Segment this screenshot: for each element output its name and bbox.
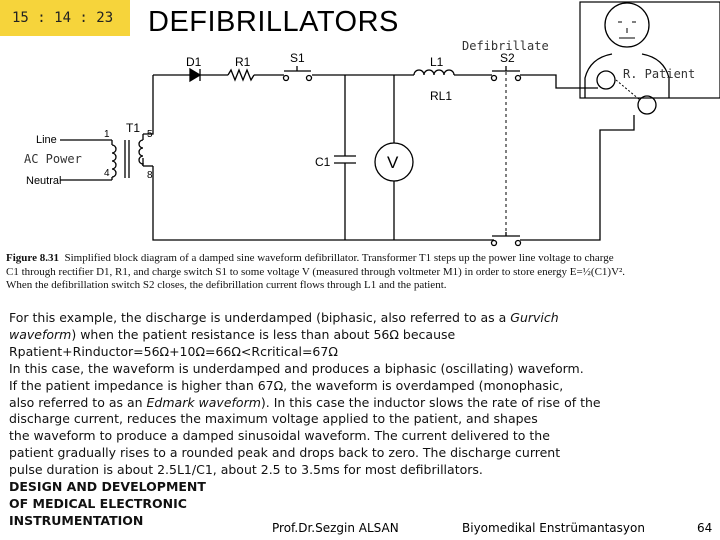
body-line-10: pulse duration is about 2.5L1/C1, about … bbox=[9, 462, 483, 478]
label-defibrillate: Defibrillate bbox=[462, 39, 549, 53]
body-line-2a: waveform bbox=[9, 326, 72, 342]
body-line-1b: Gurvich bbox=[510, 310, 559, 325]
book-title-line-2: OF MEDICAL ELECTRONIC bbox=[9, 495, 187, 511]
slide-title: DEFIBRILLATORS bbox=[148, 6, 399, 38]
body-line-2b: ) when the patient resistance is less th… bbox=[71, 326, 456, 342]
body-line-6b: Edmark waveform bbox=[146, 394, 261, 410]
defibrillator-circuit-diagram: D1 R1 S1 L1 S2 RL1 T1 C1 V Line AC Power… bbox=[24, 1, 720, 247]
body-line-8: the waveform to produce a damped sinusoi… bbox=[9, 428, 550, 444]
label-c1: C1 bbox=[315, 155, 331, 169]
wire-to-patient-top bbox=[520, 74, 598, 89]
label-ac-power: AC Power bbox=[24, 152, 82, 166]
wire-to-patient-bottom bbox=[520, 115, 635, 241]
label-d1: D1 bbox=[186, 55, 202, 69]
voltmeter-circle bbox=[374, 142, 414, 182]
switch-s1-contact-right bbox=[305, 74, 313, 82]
label-r1: R1 bbox=[235, 55, 251, 69]
label-s2: S2 bbox=[500, 51, 515, 65]
label-r-patient: R. Patient bbox=[623, 67, 695, 81]
body-text: For this example, the discharge is under… bbox=[9, 310, 709, 479]
body-line-7: discharge current, reduces the maximum v… bbox=[9, 411, 538, 427]
switch-s2-contact-right bbox=[514, 74, 522, 82]
capacitor-c1-symbol bbox=[334, 75, 356, 240]
diode-d1-symbol bbox=[189, 67, 202, 83]
paddle-bottom bbox=[637, 95, 657, 115]
inductor-l1-symbol bbox=[413, 69, 455, 76]
pin-8: 8 bbox=[147, 170, 153, 181]
body-line-6a: also referred to as an bbox=[9, 394, 147, 410]
body-line-5: If the patient impedance is higher than … bbox=[9, 377, 564, 393]
label-rl1: RL1 bbox=[430, 89, 452, 103]
body-line-4: In this case, the waveform is underdampe… bbox=[9, 360, 584, 376]
transformer-core bbox=[124, 140, 130, 178]
pin-1: 1 bbox=[104, 129, 110, 140]
switch-s2-contact-left bbox=[490, 74, 498, 82]
switch-s1-blade bbox=[284, 66, 311, 72]
caption-figure-number: Figure 8.31 bbox=[6, 252, 59, 264]
resistor-r1-symbol bbox=[227, 68, 255, 82]
pin-4: 4 bbox=[104, 168, 110, 179]
book-title-line-3: INSTRUMENTATION bbox=[9, 512, 144, 528]
switch-s1-contact-left bbox=[282, 74, 290, 82]
label-s1: S1 bbox=[290, 51, 305, 65]
patient-box bbox=[579, 1, 720, 99]
book-title-line-1: DESIGN AND DEVELOPMENT bbox=[9, 479, 206, 494]
pin-5: 5 bbox=[147, 129, 153, 140]
transformer-primary-winding bbox=[111, 144, 117, 178]
label-neutral: Neutral bbox=[26, 175, 61, 187]
clock-display: 15 : 14 : 23 bbox=[0, 0, 130, 36]
label-voltmeter: V bbox=[387, 153, 399, 172]
body-line-9: patient gradually rises to a rounded pea… bbox=[9, 445, 561, 461]
switch-s2-bottom-blade bbox=[492, 232, 520, 237]
label-l1: L1 bbox=[430, 55, 444, 69]
figure-caption: Figure 8.31 Simplified block diagram of … bbox=[6, 252, 718, 293]
patient-head bbox=[604, 2, 650, 48]
label-t1: T1 bbox=[126, 121, 140, 135]
caption-line-2: C1 through rectifier D1, R1, and charge … bbox=[6, 265, 626, 278]
page-number: 64 bbox=[697, 521, 713, 535]
body-line-3: Rpatient+Rinductor=56Ω+10Ω=66Ω<Rcritical… bbox=[9, 343, 338, 359]
caption-line-1: Simplified block diagram of a damped sin… bbox=[64, 252, 614, 264]
label-line: Line bbox=[36, 134, 57, 146]
footer-author: Prof.Dr.Sezgin ALSAN bbox=[272, 521, 399, 535]
footer-course: Biyomedikal Enstrümantasyon bbox=[462, 521, 645, 535]
patient-shoulders bbox=[584, 53, 670, 98]
caption-line-3: When the defibrillation switch S2 closes… bbox=[6, 279, 447, 291]
body-line-6c: ). In this case the inductor slows the r… bbox=[260, 394, 601, 410]
body-line-1a: For this example, the discharge is under… bbox=[9, 310, 511, 325]
paddle-top bbox=[596, 70, 616, 90]
book-title: DESIGN AND DEVELOPMENT OF MEDICAL ELECTR… bbox=[9, 479, 206, 530]
